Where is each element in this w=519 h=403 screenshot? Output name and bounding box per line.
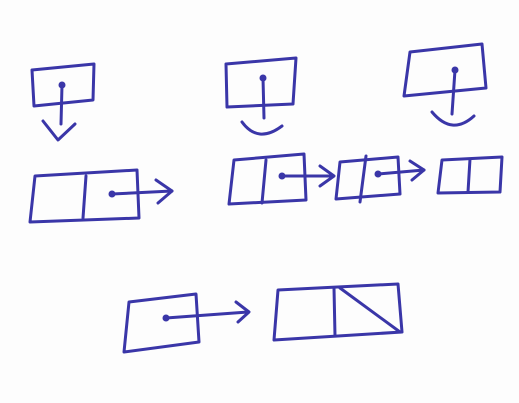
pointer-arrowhead (430, 110, 476, 127)
pointer-line (59, 83, 64, 126)
next-pointer-arrowhead (408, 159, 426, 182)
pointer-line (261, 76, 266, 120)
pointer-line (164, 310, 250, 320)
next-pointer-arrowhead (318, 164, 336, 188)
next-pointer-line (376, 168, 426, 176)
node-box (28, 168, 141, 224)
pointer-box (224, 56, 298, 109)
pointer-line (450, 68, 457, 116)
node-divider (260, 158, 268, 205)
node-box (436, 155, 504, 195)
node-box (227, 152, 308, 206)
node-box (272, 282, 404, 342)
pointer-box (30, 62, 96, 108)
pointer-arrowhead (234, 300, 251, 324)
next-pointer-line (110, 189, 174, 196)
pointer-box (402, 42, 488, 98)
group-list-two-nodes (224, 42, 504, 206)
node-divider (466, 157, 472, 194)
node-divider (332, 286, 337, 338)
pointer-box (122, 292, 201, 354)
group-null-pointer (122, 282, 404, 354)
pointer-arrowhead (240, 120, 284, 136)
pointer-arrowhead (41, 119, 77, 142)
group-single-node (28, 62, 174, 224)
next-pointer-arrowhead (154, 178, 174, 205)
node-divider (358, 154, 368, 204)
null-slash (338, 286, 402, 334)
node-box (334, 155, 402, 201)
node-divider (81, 174, 88, 220)
